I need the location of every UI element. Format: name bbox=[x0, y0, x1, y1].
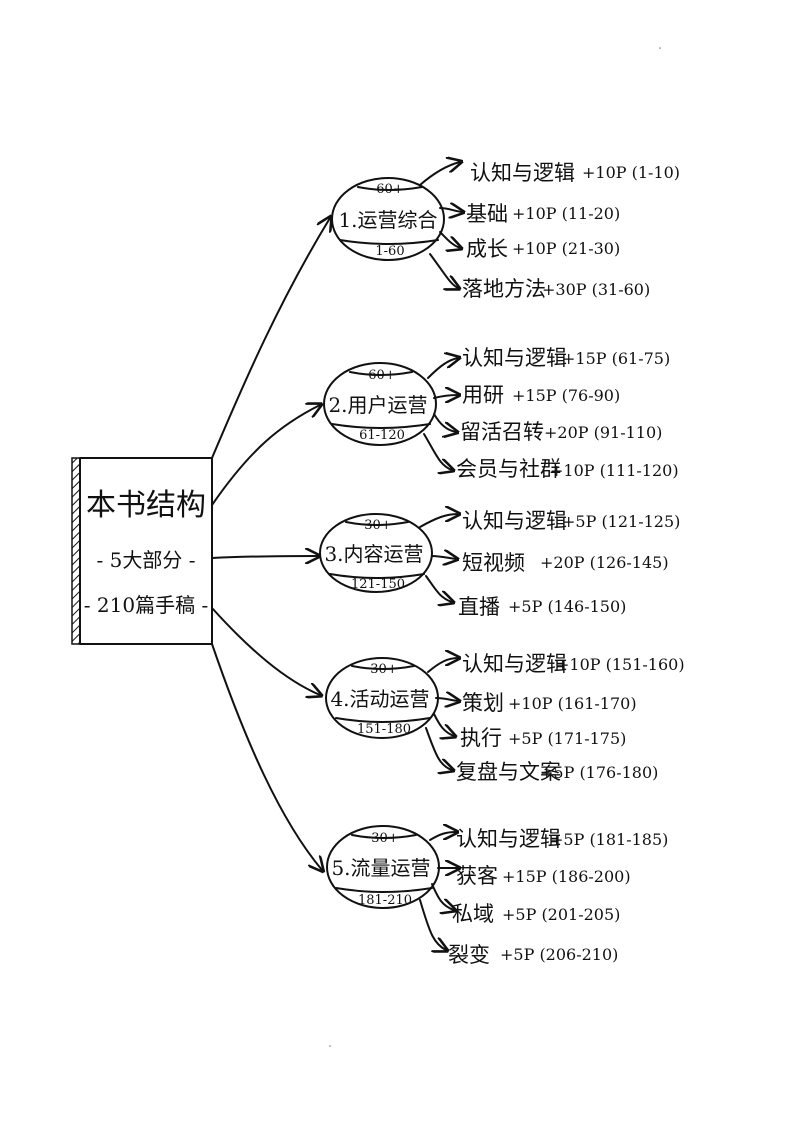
section-4-item-3-name: 执行 bbox=[460, 726, 502, 750]
section-2-ellipse bbox=[323, 362, 437, 446]
section-5-top: 30+ bbox=[371, 831, 398, 846]
section-3-item-2-name: 短视频 bbox=[462, 551, 525, 575]
section-1-item-3-pages: +10P (21-30) bbox=[512, 239, 620, 258]
root-box: 本书结构 - 5大部分 - - 210篇手稿 - bbox=[71, 457, 213, 645]
section-2-item-2-pages: +15P (76-90) bbox=[512, 386, 620, 405]
section-2-item-4-pages: +10P (111-120) bbox=[550, 461, 679, 480]
section-3-item-3-name: 直播 bbox=[458, 595, 500, 619]
section-5-item-4-name: 裂变 bbox=[448, 943, 490, 967]
section-2-item-1-name: 认知与逻辑 bbox=[462, 346, 567, 370]
section-4: 30+ 4.活动运营 151-180 认知与逻辑 +10P (151-160) … bbox=[325, 652, 685, 784]
section-3-top: 30+ bbox=[364, 518, 391, 533]
section-5: 30+ 5.流量运营 181-210 认知与逻辑 +5P (181-185) 获… bbox=[326, 826, 668, 967]
section-3-item-2-pages: +20P (126-145) bbox=[540, 553, 669, 572]
section-1-item-4-pages: +30P (31-60) bbox=[542, 280, 650, 299]
section-1-item-2-name: 基础 bbox=[466, 202, 508, 226]
section-3-range: 121-150 bbox=[351, 577, 405, 592]
section-5-range: 181-210 bbox=[358, 893, 412, 908]
section-5-item-2-name: 获客 bbox=[456, 864, 498, 888]
section-5-item-3-name: 私域 bbox=[452, 902, 494, 926]
section-2-item-4-name: 会员与社群 bbox=[456, 457, 561, 481]
section-4-item-1-pages: +10P (151-160) bbox=[556, 655, 685, 674]
section-2: 60+ 2.用户运营 61-120 认知与逻辑 +15P (61-75) 用研 … bbox=[323, 346, 679, 481]
section-5-item-1-name: 认知与逻辑 bbox=[456, 827, 561, 851]
section-3: 30+ 3.内容运营 121-150 认知与逻辑 +5P (121-125) 短… bbox=[319, 509, 680, 619]
root-title: 本书结构 bbox=[86, 488, 206, 523]
section-5-item-2-pages: +15P (186-200) bbox=[502, 867, 631, 886]
section-3-item-3-pages: +5P (146-150) bbox=[508, 597, 626, 616]
section-4-top: 30+ bbox=[370, 662, 397, 677]
connector-1 bbox=[211, 218, 330, 459]
section-1-item-2-pages: +10P (11-20) bbox=[512, 204, 620, 223]
section-2-label: 2.用户运营 bbox=[328, 393, 427, 417]
section-1-item-1-name: 认知与逻辑 bbox=[470, 161, 575, 185]
section-1-top: 60+ bbox=[376, 182, 403, 197]
section-1-item-4-name: 落地方法 bbox=[462, 277, 546, 301]
section-4-item-4-pages: +5P (176-180) bbox=[540, 763, 658, 782]
root-footer: - 210篇手稿 - bbox=[84, 593, 208, 617]
section-4-item-4-name: 复盘与文案 bbox=[456, 760, 561, 784]
section-4-item-1-name: 认知与逻辑 bbox=[462, 652, 567, 676]
section-4-label: 4.活动运营 bbox=[330, 687, 429, 711]
section-3-label: 3.内容运营 bbox=[324, 542, 423, 566]
paper-speck bbox=[659, 47, 661, 49]
section-2-item-1-pages: +15P (61-75) bbox=[562, 349, 670, 368]
section-5-label: 5.流量运营 bbox=[331, 856, 430, 880]
connector-3 bbox=[211, 556, 318, 558]
section-3-ellipse bbox=[319, 513, 433, 593]
section-2-item-3-pages: +20P (91-110) bbox=[544, 423, 662, 442]
section-5-item-3-pages: +5P (201-205) bbox=[502, 905, 620, 924]
section-5-item-1-pages: +5P (181-185) bbox=[550, 830, 668, 849]
paper-speck bbox=[329, 1045, 331, 1047]
section-1-item-1-pages: +10P (1-10) bbox=[582, 163, 680, 182]
section-2-item-2-name: 用研 bbox=[462, 383, 504, 407]
section-2-top: 60+ bbox=[368, 368, 395, 383]
section-1: 60+ 1.运营综合 1-60 认知与逻辑 +10P (1-10) 基础 +10… bbox=[331, 161, 680, 301]
section-4-item-2-name: 策划 bbox=[462, 691, 504, 715]
section-1-label: 1.运营综合 bbox=[338, 208, 437, 232]
section-5-item-4-pages: +5P (206-210) bbox=[500, 945, 618, 964]
connector-4 bbox=[211, 607, 320, 695]
root-subtitle: - 5大部分 - bbox=[97, 548, 196, 572]
section-1-ellipse bbox=[331, 177, 445, 261]
section-1-item-3-name: 成长 bbox=[466, 237, 508, 261]
connector-2 bbox=[211, 405, 320, 506]
section-3-item-1-pages: +5P (121-125) bbox=[562, 512, 680, 531]
root-connectors bbox=[211, 218, 330, 870]
section-4-range: 151-180 bbox=[357, 722, 411, 737]
section-4-item-3-pages: +5P (171-175) bbox=[508, 729, 626, 748]
section-2-item-3-name: 留活召转 bbox=[460, 420, 544, 444]
section-1-range: 1-60 bbox=[375, 244, 404, 259]
section-4-item-2-pages: +10P (161-170) bbox=[508, 694, 637, 713]
section-2-range: 61-120 bbox=[359, 428, 405, 443]
connector-5 bbox=[211, 643, 322, 870]
section-3-item-1-name: 认知与逻辑 bbox=[462, 509, 567, 533]
